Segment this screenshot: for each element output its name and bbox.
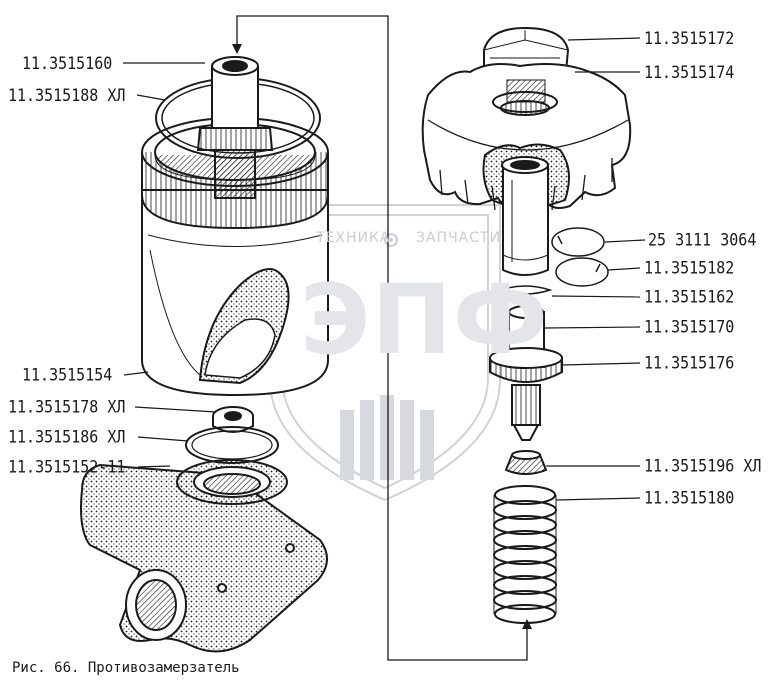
label-part-5: 11.3515186 ХЛ bbox=[8, 426, 126, 448]
tube bbox=[501, 156, 549, 276]
watermark-gear-icon bbox=[384, 233, 398, 247]
label-part-8: 11.3515174 bbox=[644, 61, 735, 83]
retaining-ring-upper bbox=[551, 227, 605, 257]
watermark-right-text: ЗАПЧАСТИ bbox=[416, 230, 502, 246]
watermark-left-text: ТЕХНИКА bbox=[316, 230, 391, 246]
label-part-4: 11.3515178 ХЛ bbox=[8, 396, 126, 418]
label-part-2: 11.3515188 ХЛ bbox=[8, 84, 126, 106]
retaining-ring-lower bbox=[555, 257, 609, 287]
valve-stem bbox=[489, 305, 563, 441]
label-part-11: 11.3515162 bbox=[644, 286, 735, 308]
label-part-1: 11.3515160 bbox=[22, 52, 113, 74]
spring bbox=[493, 485, 557, 624]
housing-cutaway bbox=[198, 268, 290, 385]
label-part-9: 25 3111 3064 bbox=[648, 229, 757, 251]
label-part-3: 11.3515154 bbox=[22, 364, 113, 386]
assembly-leader-line bbox=[232, 15, 532, 661]
label-part-10: 11.3515182 bbox=[644, 257, 735, 279]
watermark-shield bbox=[269, 204, 501, 502]
gasket-flat bbox=[497, 285, 553, 295]
valve-cap bbox=[504, 450, 548, 475]
tee-body bbox=[80, 459, 328, 653]
leader-lines bbox=[123, 37, 646, 501]
label-part-12: 11.3515170 bbox=[644, 316, 735, 338]
label-part-15: 11.3515180 bbox=[644, 487, 735, 509]
watermark-logo-text: ЭПФ bbox=[300, 264, 549, 376]
figure-caption: Рис. 66. Противозамерзатель bbox=[12, 660, 240, 676]
label-part-7: 11.3515172 bbox=[644, 27, 735, 49]
top-fitting bbox=[196, 56, 274, 199]
label-part-14: 11.3515196 ХЛ bbox=[644, 455, 762, 477]
label-part-13: 11.3515176 bbox=[644, 352, 735, 374]
label-part-6: 11.3515152-11 bbox=[8, 456, 126, 478]
